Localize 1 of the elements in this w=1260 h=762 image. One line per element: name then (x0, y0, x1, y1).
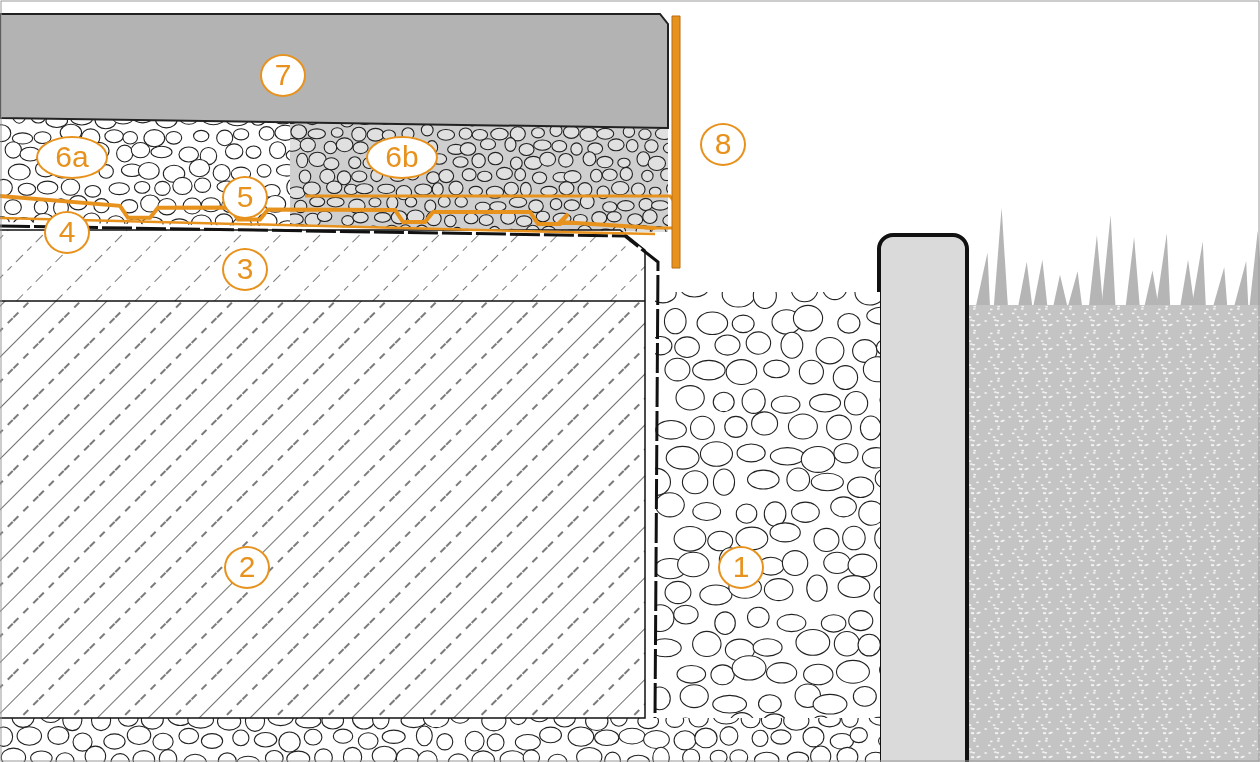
callout-number: 8 (700, 123, 746, 166)
